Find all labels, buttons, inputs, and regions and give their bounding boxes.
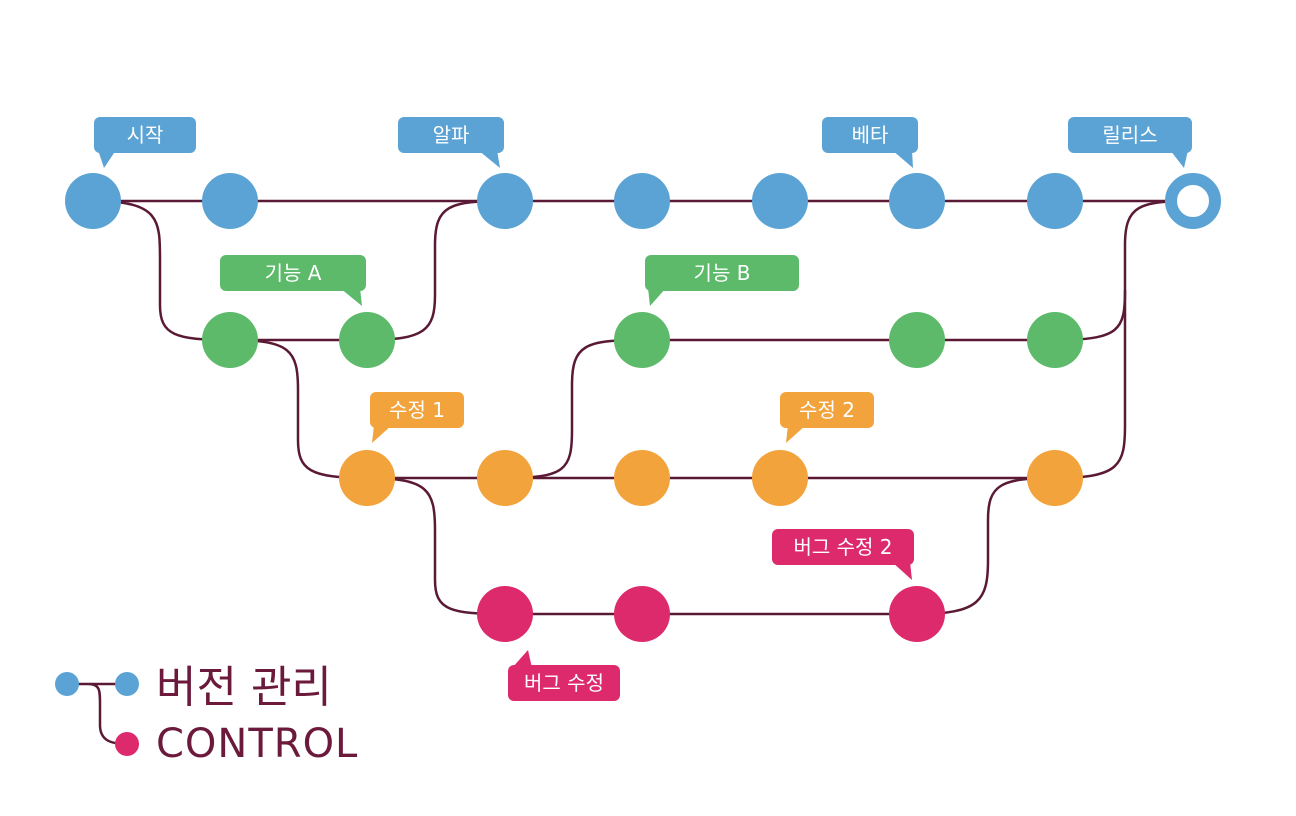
label-bugfix-2: 버그 수정 2 <box>772 529 914 565</box>
label-start: 시작 <box>94 117 196 153</box>
pointer-bugfix-2 <box>892 562 912 580</box>
logo-blue-dot <box>55 672 79 696</box>
label-beta: 베타 <box>822 117 918 153</box>
connector-feature-to-fix <box>229 338 368 480</box>
commit-bugfix[interactable] <box>477 586 533 642</box>
commit-main[interactable] <box>1027 173 1083 229</box>
commit-feature[interactable] <box>889 312 945 368</box>
label-fix-1: 수정 1 <box>370 392 464 428</box>
pointer-feature-b <box>648 288 666 306</box>
pointer-feature-a <box>340 288 362 306</box>
commit-feature-b[interactable] <box>614 312 670 368</box>
commit-feature[interactable] <box>202 312 258 368</box>
commit-main-beta[interactable] <box>889 173 945 229</box>
connector-feature-b-merge <box>1054 199 1194 342</box>
logo-subtitle: CONTROL <box>156 721 359 767</box>
pointer-start <box>98 150 116 168</box>
commit-feature-a[interactable] <box>339 312 395 368</box>
commit-main-start[interactable] <box>65 173 121 229</box>
pointer-alpha <box>478 150 500 168</box>
commit-fix[interactable] <box>614 450 670 506</box>
label-alpha: 알파 <box>398 117 504 153</box>
logo-title: 버전 관리 <box>156 662 332 713</box>
commit-bugfix[interactable] <box>614 586 670 642</box>
pointer-bugfix <box>512 650 532 668</box>
logo-mark <box>55 672 139 756</box>
commit-fix-2[interactable] <box>752 450 808 506</box>
label-bugfix: 버그 수정 <box>508 665 620 701</box>
label-pointers <box>98 150 1188 668</box>
pointer-fix-2 <box>786 425 806 443</box>
connector-feature-a-merge <box>366 199 506 342</box>
commit-main[interactable] <box>202 173 258 229</box>
label-fix-2: 수정 2 <box>780 392 874 428</box>
logo-blue-dot <box>115 672 139 696</box>
commit-main[interactable] <box>614 173 670 229</box>
commit-nodes <box>65 173 1221 642</box>
commit-fix[interactable] <box>477 450 533 506</box>
commit-bugfix-2[interactable] <box>889 586 945 642</box>
commit-main-alpha[interactable] <box>477 173 533 229</box>
commit-fix-1[interactable] <box>339 450 395 506</box>
commit-main[interactable] <box>752 173 808 229</box>
commit-feature[interactable] <box>1027 312 1083 368</box>
connector-fix-to-feature-b <box>504 338 643 480</box>
pointer-beta <box>892 150 913 168</box>
connector-bugfix-merge <box>916 476 1056 616</box>
connector-main-to-feature <box>92 199 231 342</box>
pointer-fix-1 <box>372 425 392 443</box>
logo-connector <box>67 682 128 746</box>
label-release: 릴리스 <box>1068 117 1192 153</box>
commit-fix[interactable] <box>1027 450 1083 506</box>
label-feature-b: 기능 B <box>645 255 799 291</box>
commit-main-release[interactable] <box>1165 173 1221 229</box>
logo-pink-dot <box>115 732 139 756</box>
pointer-release <box>1170 150 1188 168</box>
label-feature-a: 기능 A <box>220 255 366 291</box>
connector-fix-to-bugfix <box>366 476 506 616</box>
